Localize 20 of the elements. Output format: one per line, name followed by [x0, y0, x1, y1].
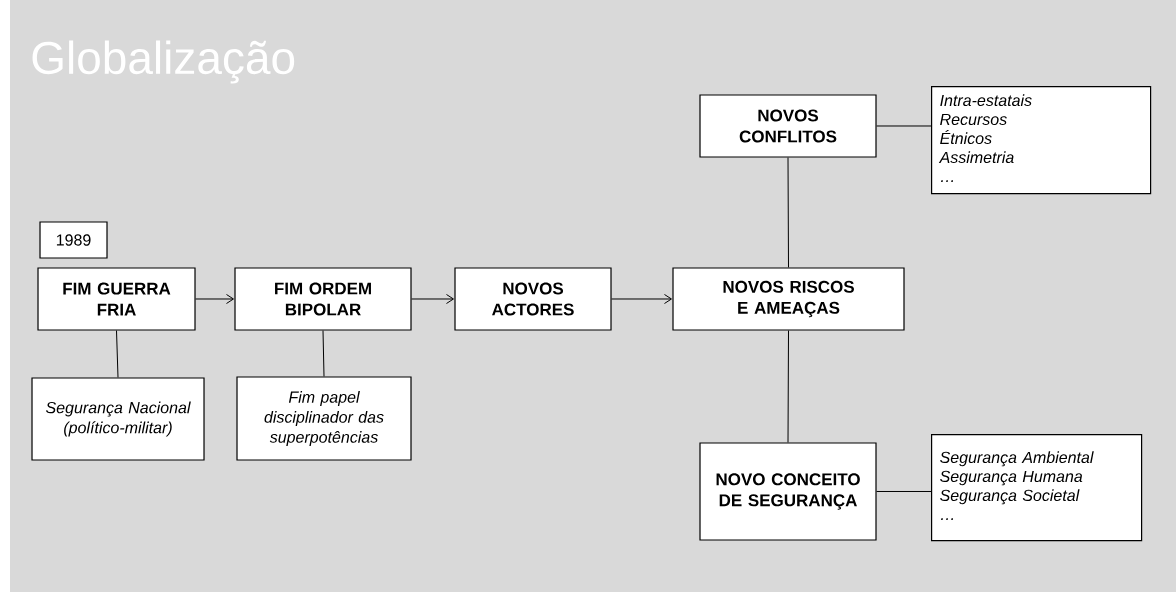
process-box: NOVO CONCEITO DE SEGURANÇA	[699, 442, 877, 541]
process-box: NOVOS ACTORES	[454, 267, 612, 331]
list-box: Segurança Ambiental Segurança Humana Segurança Societal …	[931, 434, 1143, 542]
process-box: NOVOS RISCOS E AMEAÇAS	[672, 267, 905, 331]
process-box: FIM GUERRA FRIA	[37, 267, 196, 331]
list-box: Intra-estatais Recursos Étnicos Assimetria …	[931, 86, 1152, 195]
connector-line	[787, 157, 789, 268]
arrow	[195, 294, 234, 304]
year-box: 1989	[39, 221, 108, 259]
connector-line	[116, 330, 119, 378]
note-box: Segurança Nacional (político-militar)	[31, 377, 205, 461]
connector-line	[322, 330, 325, 377]
arrow	[611, 294, 672, 304]
process-box: FIM ORDEM BIPOLAR	[234, 267, 412, 331]
note-box: Fim papel disciplinador das superpotências	[236, 376, 412, 461]
arrow	[411, 294, 454, 304]
process-box: NOVOS CONFLITOS	[699, 94, 877, 158]
connector-line	[876, 491, 932, 492]
connector-line	[787, 330, 789, 443]
connector-line	[876, 125, 932, 127]
